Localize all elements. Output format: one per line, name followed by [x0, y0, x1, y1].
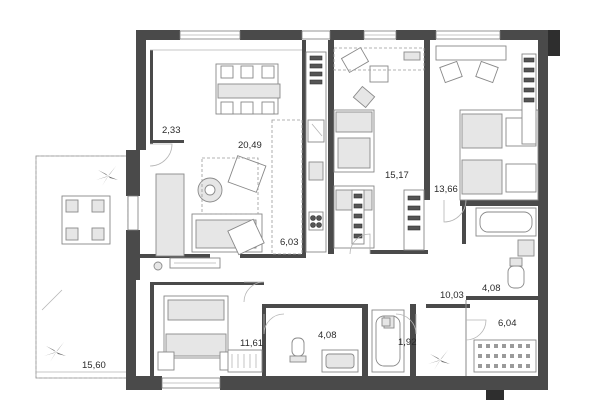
room-area-toilet: 1,92	[398, 337, 417, 348]
sofa-group	[155, 155, 267, 257]
windows	[127, 30, 501, 389]
bottom-bedroom-furniture	[157, 295, 263, 373]
dining-table	[215, 63, 281, 115]
room-area-storage: 2,33	[162, 125, 181, 136]
balcony-furniture	[61, 195, 111, 245]
right-bedroom-furniture	[435, 45, 539, 201]
room-area-balcony: 15,60	[82, 360, 106, 371]
doors	[149, 143, 487, 341]
room-area-bedroom-right: 13,66	[434, 184, 458, 195]
balcony	[35, 155, 129, 379]
room-area-bedroom-middle: 15,17	[385, 170, 409, 181]
tv-unit	[153, 257, 221, 271]
room-area-kitchen: 6,03	[280, 237, 299, 248]
plant-icon	[44, 166, 450, 370]
toilet-fixtures	[381, 317, 391, 327]
room-area-bedroom-bottom: 11,61	[240, 338, 263, 349]
exterior-walls	[126, 30, 560, 400]
middle-bedroom-furniture	[333, 46, 425, 251]
room-area-bathroom-center: 4,08	[318, 330, 337, 341]
room-area-living-room: 20,49	[238, 140, 262, 151]
room-area-hallway: 10,03	[440, 290, 464, 301]
kitchen-units	[271, 51, 327, 255]
laundry-fixtures	[473, 339, 537, 373]
right-bathroom-fixtures	[475, 207, 537, 289]
room-area-bathroom-right: 4,08	[482, 283, 501, 294]
room-area-laundry: 6,04	[498, 318, 517, 329]
